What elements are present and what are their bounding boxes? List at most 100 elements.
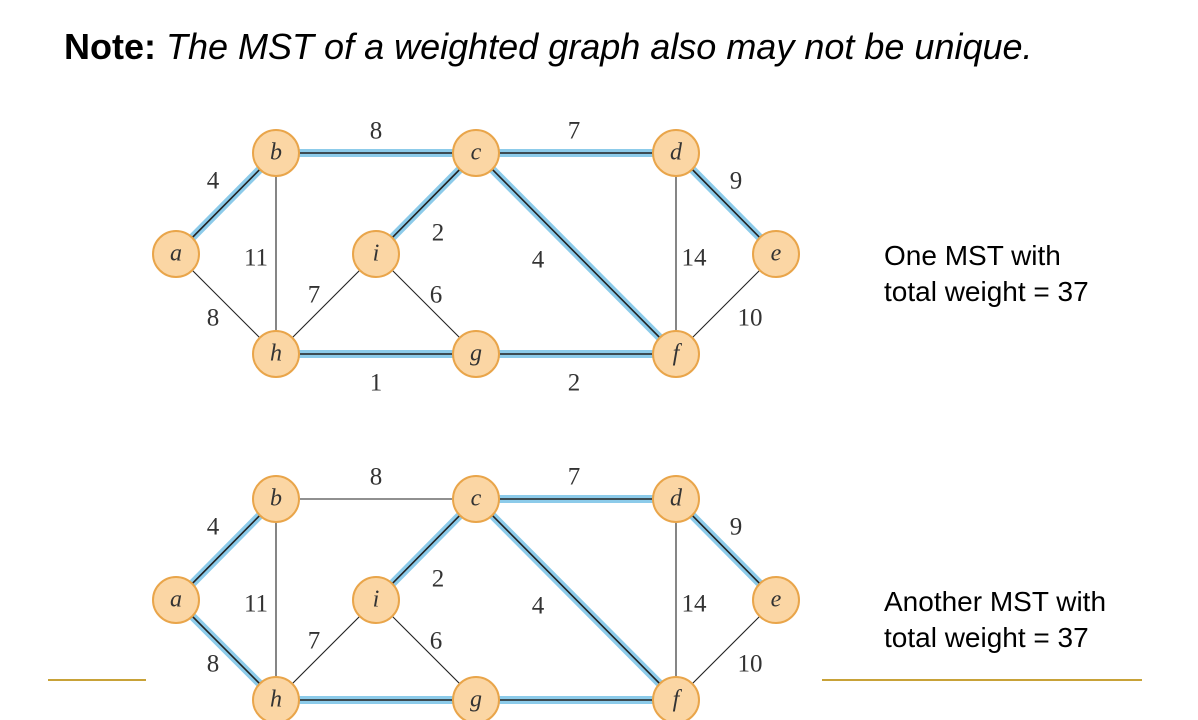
vertex-circle-g bbox=[452, 676, 500, 720]
caption-2: Another MST with total weight = 37 bbox=[884, 584, 1106, 656]
edge-weight-hg: 1 bbox=[370, 716, 383, 720]
vertex-circle-d bbox=[652, 129, 700, 177]
vertex-b: b bbox=[252, 475, 300, 523]
vertex-label-e: e bbox=[771, 241, 782, 267]
edge-weight-gf: 2 bbox=[568, 370, 581, 397]
edge-weight-ef: 10 bbox=[738, 305, 763, 332]
edge-weight-ci: 2 bbox=[432, 220, 445, 247]
vertex-label-b: b bbox=[270, 486, 282, 512]
caption-1-line-2: total weight = 37 bbox=[884, 276, 1089, 307]
note-heading: Note: The MST of a weighted graph also m… bbox=[64, 26, 1033, 68]
edge-weight-bh: 11 bbox=[244, 245, 268, 272]
edge-weight-gf: 2 bbox=[568, 716, 581, 720]
edge-weights: 4 8 8 11 7 2 4 9 14 10 2 1 7 6 bbox=[207, 464, 763, 720]
edge-weight-cd: 7 bbox=[568, 464, 581, 491]
edge-weight-de: 9 bbox=[730, 168, 743, 195]
edge-weight-cf: 4 bbox=[532, 247, 545, 274]
vertex-circle-b bbox=[252, 475, 300, 523]
vertex-label-a: a bbox=[170, 241, 182, 267]
edge-weight-bh: 11 bbox=[244, 591, 268, 618]
edge-weight-cf: 4 bbox=[532, 593, 545, 620]
note-text: The MST of a weighted graph also may not… bbox=[166, 26, 1033, 67]
edge-weight-ab: 4 bbox=[207, 168, 220, 195]
edge-weight-ah: 8 bbox=[207, 305, 220, 332]
vertex-a: a bbox=[152, 576, 200, 624]
vertex-circle-a bbox=[152, 576, 200, 624]
edge-weight-de: 9 bbox=[730, 514, 743, 541]
mst-graph-1: 4 8 8 11 7 2 4 9 14 10 2 1 7 6 a b c d e f g h i bbox=[152, 118, 800, 397]
edge-line-cf bbox=[475, 498, 677, 701]
vertex-label-e: e bbox=[771, 587, 782, 613]
edge-weight-hi: 7 bbox=[308, 282, 321, 309]
vertex-circle-d bbox=[652, 475, 700, 523]
vertex-f: f bbox=[652, 330, 700, 378]
vertex-label-f: f bbox=[673, 341, 683, 367]
edge-cf bbox=[473, 150, 679, 357]
vertex-b: b bbox=[252, 129, 300, 177]
caption-1-line-1: One MST with bbox=[884, 240, 1061, 271]
edge-weight-df: 14 bbox=[682, 591, 708, 618]
divider-right bbox=[822, 679, 1142, 681]
vertex-label-c: c bbox=[471, 486, 482, 512]
edge-weight-ig: 6 bbox=[430, 628, 443, 655]
vertex-label-i: i bbox=[373, 587, 380, 613]
vertex-circle-c bbox=[452, 129, 500, 177]
vertex-circle-g bbox=[452, 330, 500, 378]
vertex-circle-i bbox=[352, 230, 400, 278]
vertices: a b c d e f g h i bbox=[152, 475, 800, 720]
vertex-circle-c bbox=[452, 475, 500, 523]
edge-line-cf bbox=[475, 152, 677, 355]
edge-weight-hi: 7 bbox=[308, 628, 321, 655]
caption-2-line-2: total weight = 37 bbox=[884, 622, 1089, 653]
vertex-circle-e bbox=[752, 230, 800, 278]
vertex-g: g bbox=[452, 676, 500, 720]
vertex-f: f bbox=[652, 676, 700, 720]
vertex-circle-f bbox=[652, 676, 700, 720]
vertex-e: e bbox=[752, 576, 800, 624]
vertex-label-a: a bbox=[170, 587, 182, 613]
vertex-i: i bbox=[352, 576, 400, 624]
vertex-label-h: h bbox=[270, 687, 282, 713]
vertex-label-d: d bbox=[670, 140, 683, 166]
vertex-label-g: g bbox=[470, 341, 482, 367]
vertex-circle-h bbox=[252, 676, 300, 720]
vertex-label-h: h bbox=[270, 341, 282, 367]
vertex-label-i: i bbox=[373, 241, 380, 267]
edge-cf bbox=[473, 496, 679, 703]
vertex-circle-e bbox=[752, 576, 800, 624]
mst-graph-2: 4 8 8 11 7 2 4 9 14 10 2 1 7 6 a b c d e f g h i bbox=[152, 464, 800, 720]
edge-weight-ef: 10 bbox=[738, 651, 763, 678]
vertex-circle-i bbox=[352, 576, 400, 624]
edge-weight-df: 14 bbox=[682, 245, 708, 272]
caption-2-line-1: Another MST with bbox=[884, 586, 1107, 617]
edge-weight-hg: 1 bbox=[370, 370, 383, 397]
edge-weight-bc: 8 bbox=[370, 464, 383, 491]
vertex-d: d bbox=[652, 129, 700, 177]
vertex-d: d bbox=[652, 475, 700, 523]
edge-weight-ci: 2 bbox=[432, 566, 445, 593]
vertex-h: h bbox=[252, 676, 300, 720]
edge-weight-ig: 6 bbox=[430, 282, 443, 309]
vertex-g: g bbox=[452, 330, 500, 378]
vertices: a b c d e f g h i bbox=[152, 129, 800, 378]
vertex-circle-h bbox=[252, 330, 300, 378]
vertex-label-g: g bbox=[470, 687, 482, 713]
edge-weight-ah: 8 bbox=[207, 651, 220, 678]
note-prefix: Note: bbox=[64, 26, 156, 67]
vertex-i: i bbox=[352, 230, 400, 278]
vertex-label-d: d bbox=[670, 486, 683, 512]
vertex-e: e bbox=[752, 230, 800, 278]
divider-left bbox=[48, 679, 146, 681]
vertex-circle-a bbox=[152, 230, 200, 278]
caption-1: One MST with total weight = 37 bbox=[884, 238, 1089, 310]
edge-weight-bc: 8 bbox=[370, 118, 383, 145]
vertex-c: c bbox=[452, 475, 500, 523]
vertex-circle-b bbox=[252, 129, 300, 177]
edge-weight-ab: 4 bbox=[207, 514, 220, 541]
vertex-h: h bbox=[252, 330, 300, 378]
vertex-label-c: c bbox=[471, 140, 482, 166]
vertex-c: c bbox=[452, 129, 500, 177]
vertex-label-f: f bbox=[673, 687, 683, 713]
edge-weight-cd: 7 bbox=[568, 118, 581, 145]
edge-weights: 4 8 8 11 7 2 4 9 14 10 2 1 7 6 bbox=[207, 118, 763, 397]
